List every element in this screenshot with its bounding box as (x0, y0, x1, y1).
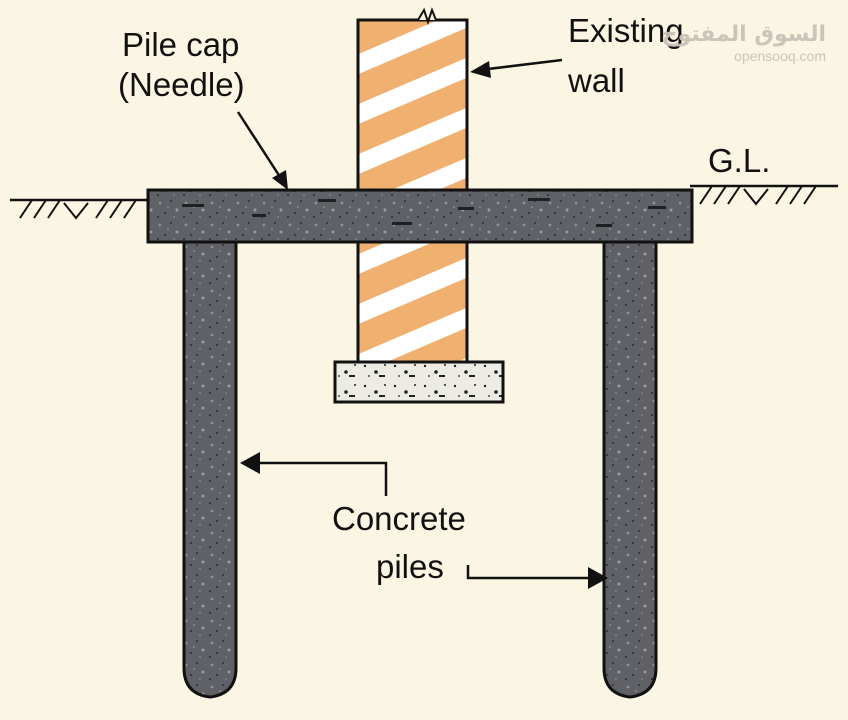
label-concrete: Concrete (332, 500, 466, 537)
piles-arrow-left (240, 452, 388, 496)
piles-arrow-right (466, 565, 608, 589)
label-ground-level: G.L. (708, 142, 771, 179)
label-wall: wall (568, 62, 625, 99)
existing-wall-arrow (470, 58, 563, 78)
ground-hatch-right (699, 185, 817, 206)
watermark-latin: opensooq.com (734, 48, 826, 64)
pile-cap-arrow (236, 111, 288, 190)
ground-level-line (10, 184, 838, 202)
label-piles: piles (376, 548, 444, 585)
ground-hatch-left (19, 199, 137, 220)
watermark-arabic: السوق المفتوح (661, 22, 826, 47)
label-existing: Existing (568, 12, 684, 49)
watermark: السوق المفتوح opensooq.com (662, 22, 826, 64)
concrete-pile-left (182, 236, 238, 699)
label-pile-cap: Pile cap (122, 26, 240, 63)
pile-cap-needle (146, 188, 694, 244)
label-needle: (Needle) (118, 66, 245, 103)
concrete-pile-right (602, 230, 658, 699)
wall-footing (333, 360, 505, 404)
